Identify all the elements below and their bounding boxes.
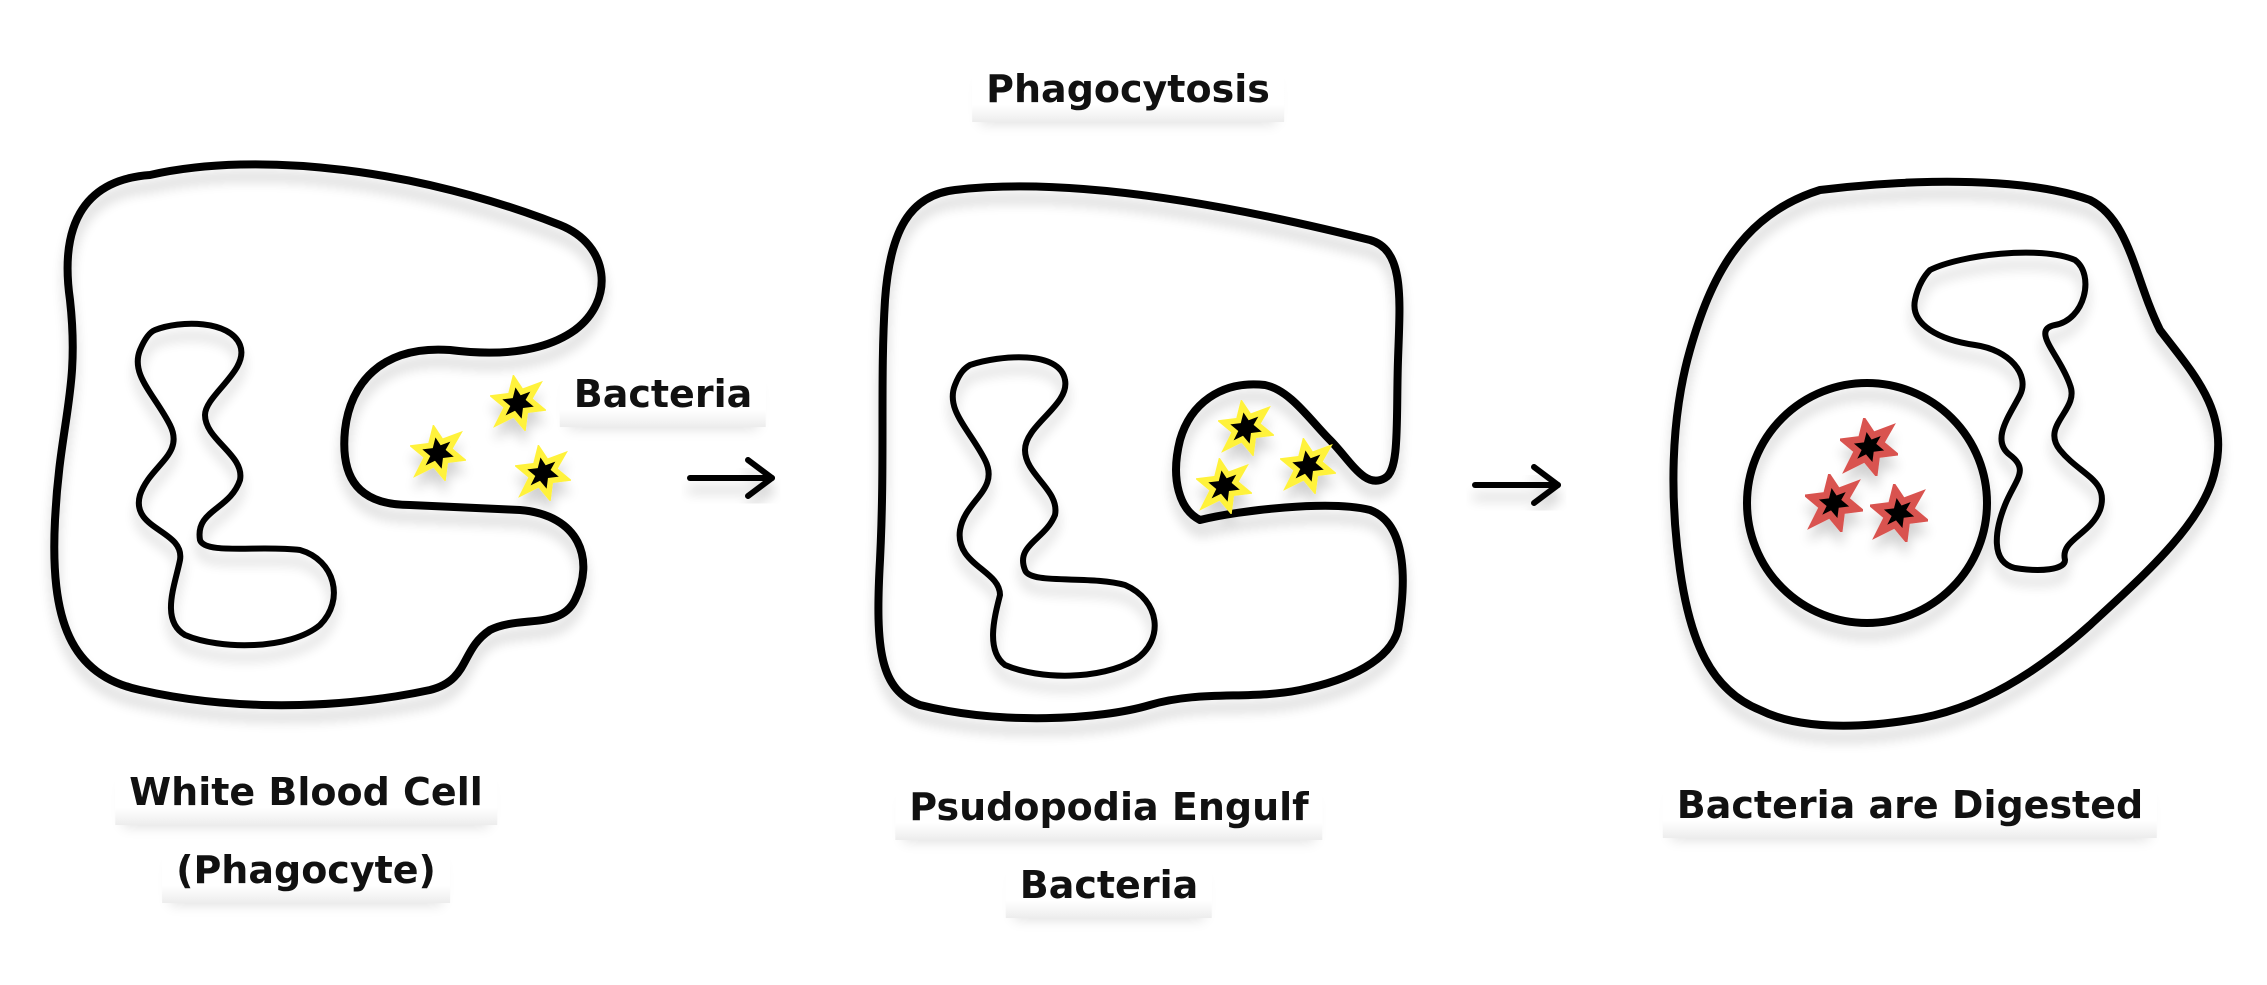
- bacterium-engulfed-1: [1224, 406, 1269, 451]
- arrow-1: [687, 457, 775, 499]
- bacterium-digested-1: [1846, 424, 1892, 470]
- stage-2-label-line-2: Bacteria: [1005, 860, 1213, 918]
- stage-2-engulf: [874, 182, 1407, 723]
- digested-bacteria: [1811, 424, 1922, 536]
- stage-1-label-line-1: White Blood Cell: [115, 767, 497, 825]
- bacteria-label: Bacteria: [559, 369, 767, 427]
- stage-3-label: Bacteria are Digested: [1662, 780, 2158, 838]
- stage-2-label-line-1: Psudopodia Engulf: [895, 782, 1323, 840]
- stage-1-phagocyte: [50, 160, 606, 710]
- digesting-cell-nucleus: [1911, 249, 2105, 573]
- digesting-cell-membrane: [1669, 177, 2223, 730]
- phagocyte-nucleus: [134, 320, 337, 649]
- phagocyte-membrane: [50, 160, 606, 710]
- engulfing-cell-membrane: [874, 182, 1407, 723]
- engulfing-cell-nucleus: [949, 354, 1158, 679]
- bacterium-engulfed-2: [1286, 444, 1331, 489]
- bacterium-free-1: [496, 381, 541, 426]
- bacterium-engulfed-3: [1202, 464, 1247, 509]
- bacterium-digested-2: [1811, 480, 1857, 526]
- stage-1-label-line-2: (Phagocyte): [162, 845, 450, 903]
- diagram-title: Phagocytosis: [972, 64, 1284, 122]
- bacterium-free-2: [416, 431, 461, 476]
- bacterium-free-3: [521, 451, 566, 496]
- arrow-2: [1472, 464, 1561, 506]
- stage-3-digested: [1669, 177, 2223, 730]
- free-bacteria: [416, 381, 566, 496]
- phagosome-vacuole: [1743, 379, 1991, 627]
- bacterium-digested-3: [1876, 490, 1922, 536]
